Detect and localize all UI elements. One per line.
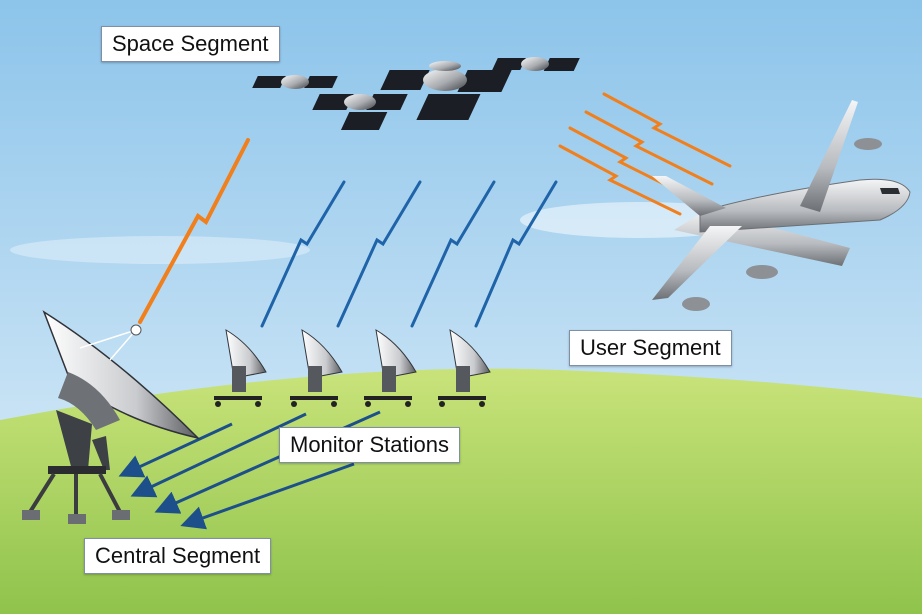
central-segment-label: Central Segment [84,538,272,574]
dish-antenna-icon [214,329,267,407]
dish-antenna-icon [438,329,491,407]
space-segment-label: Space Segment [101,26,280,62]
satellite-icon [380,61,512,120]
dish-antenna-icon [364,329,417,407]
dish-antenna-icon [290,329,343,407]
satellite-icon [252,75,338,89]
satellite-icon [312,94,408,130]
monitor-stations-label: Monitor Stations [279,427,460,463]
lightning-signal-icon [260,180,558,328]
dish-antenna-icon [22,310,201,524]
cloud [10,236,310,264]
lightning-signal-icon [138,138,250,324]
user-segment-label: User Segment [569,330,732,366]
satellite-icon [492,57,580,71]
airplane-icon [652,100,911,311]
